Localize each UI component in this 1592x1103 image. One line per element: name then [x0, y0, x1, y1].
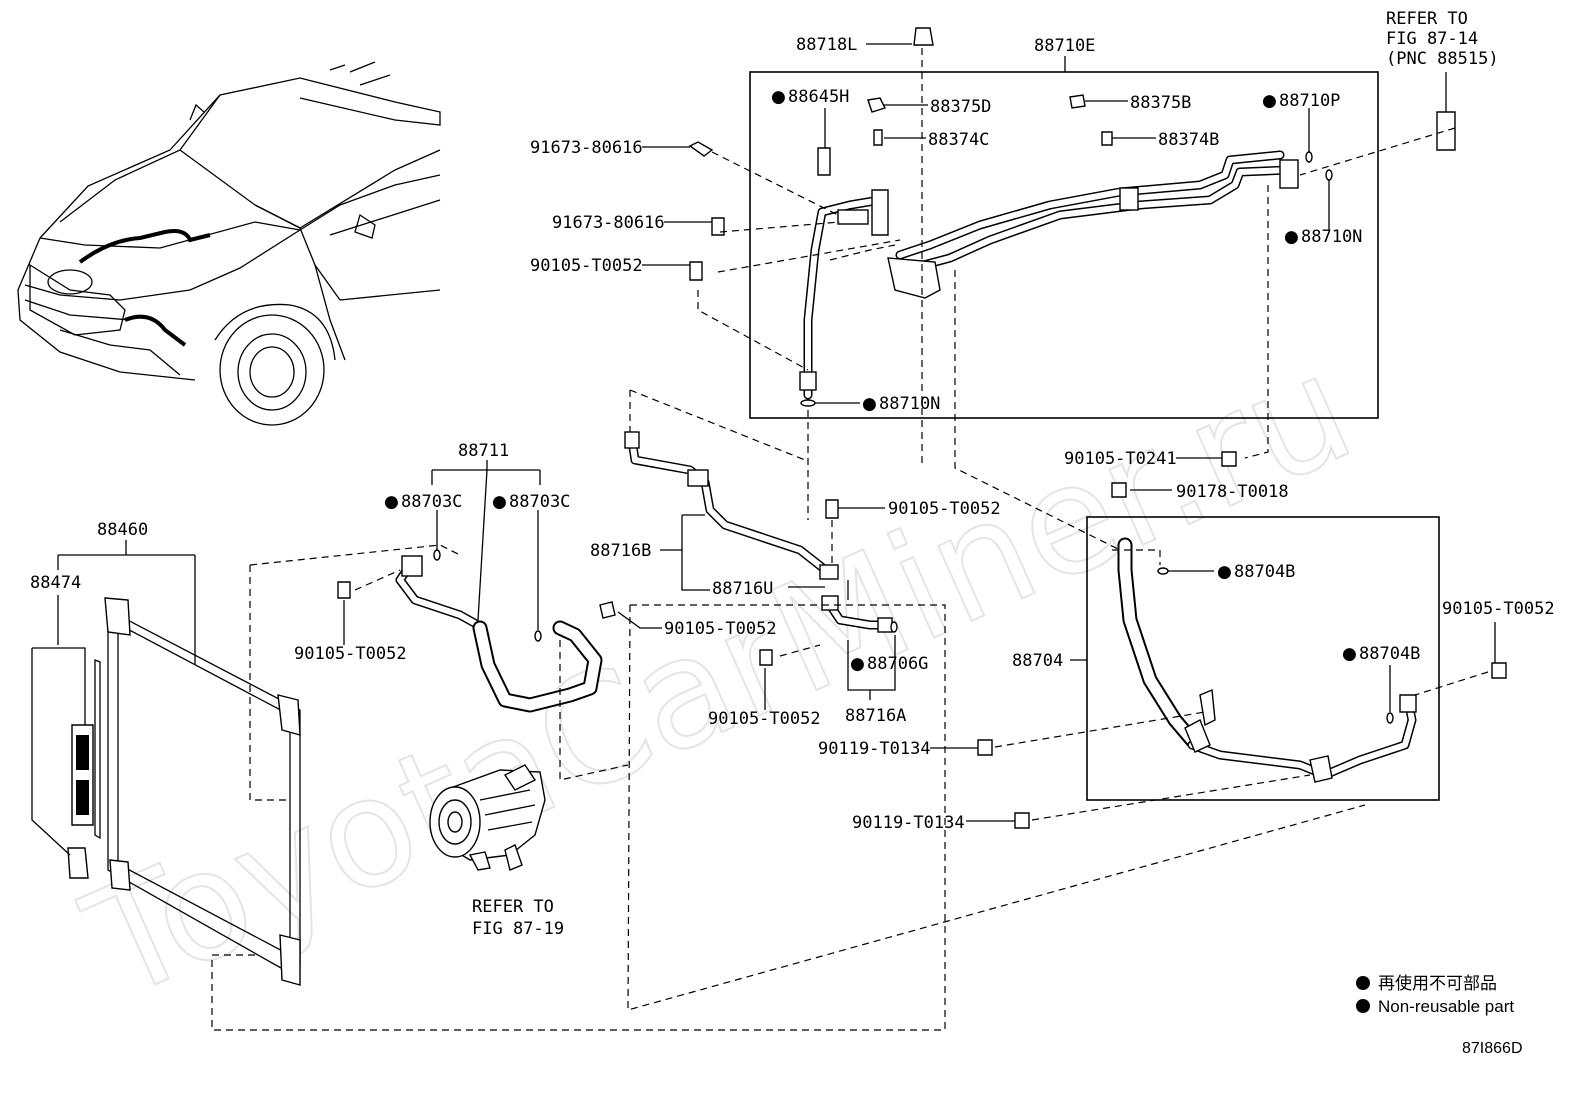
valve-core-88374B: [1101, 131, 1113, 146]
clamp-88718L: [913, 27, 934, 46]
label-90105-T0052-left: 90105-T0052: [294, 644, 407, 664]
bolt-90105-T0052-top: [689, 261, 703, 281]
discharge-hose-88711: [395, 549, 616, 713]
nut-90178-T0018: [1111, 482, 1127, 498]
label-88704: 88704: [1012, 651, 1063, 671]
diagram-code: 87I866D: [1462, 1040, 1523, 1057]
discharge-pipe-88710E: [799, 150, 1299, 400]
svg-text:●: ●: [862, 394, 877, 414]
suction-hose-88704: [1117, 537, 1417, 783]
label-88645H: 88645H: [788, 87, 849, 107]
bolt-90105-T0052-mid: [825, 499, 839, 519]
refer-top-line3: (PNC 88515): [1386, 49, 1499, 69]
label-88374B: 88374B: [1158, 130, 1219, 150]
label-91673-80616-b: 91673-80616: [552, 213, 665, 233]
o-ring-88710N-bottom: [800, 399, 816, 407]
label-88718L: 88718L: [796, 35, 857, 55]
svg-text:●: ●: [850, 654, 865, 674]
bolt-90119-T0134-b: [1014, 812, 1030, 829]
label-88375D: 88375D: [930, 97, 991, 117]
label-88710N-right: 88710N: [1301, 227, 1362, 247]
label-90105-T0052-low: 90105-T0052: [708, 709, 821, 729]
label-90178-T0018: 90178-T0018: [1176, 482, 1289, 502]
svg-text:●: ●: [1342, 644, 1357, 664]
cap-88375B: [1069, 94, 1086, 109]
svg-text:●: ●: [1284, 227, 1299, 247]
bullet-icon: [1356, 976, 1370, 990]
label-90105-T0052-comp: 90105-T0052: [664, 619, 777, 639]
o-ring-88710P: [1305, 151, 1313, 163]
label-88716U: 88716U: [712, 579, 773, 599]
legend-row-jp: 再使用不可部品: [1356, 972, 1514, 995]
condenser-88460: [94, 597, 301, 986]
label-88374C: 88374C: [928, 130, 989, 150]
label-88704B-b: 88704B: [1359, 644, 1420, 664]
bolt-90105-T0052-low: [759, 649, 773, 666]
assembly-box-88704: [1086, 516, 1440, 801]
ac-compressor: [429, 764, 546, 871]
cap-88375D: [867, 97, 886, 113]
label-90105-T0052-right: 90105-T0052: [1442, 599, 1555, 619]
label-90105-T0052-top: 90105-T0052: [530, 256, 643, 276]
legend-text-en: Non-reusable part: [1378, 997, 1515, 1016]
assembly-box-88710E: [749, 71, 1379, 419]
label-90119-T0134-b: 90119-T0134: [852, 813, 965, 833]
legend-row-en: Non-reusable part: [1356, 995, 1514, 1018]
svg-text:●: ●: [1262, 91, 1277, 111]
o-ring-88710N-top: [1325, 169, 1333, 181]
label-88710E: 88710E: [1034, 36, 1095, 56]
label-88716A: 88716A: [845, 706, 906, 726]
label-88460: 88460: [97, 520, 148, 540]
watermark: ToyotaCarMiner.ru: [63, 321, 1376, 1033]
svg-text:●: ●: [771, 87, 786, 107]
legend-text-jp: 再使用不可部品: [1378, 974, 1497, 993]
label-88706G: 88706G: [867, 654, 928, 674]
bullet-icon: [1356, 999, 1370, 1013]
liquid-pipe-88716B: [624, 431, 839, 580]
refer-compressor-line2: FIG 87-19: [472, 919, 564, 939]
bolt-90105-T0052-left: [337, 581, 351, 599]
label-88710N-bottom: 88710N: [879, 394, 940, 414]
bolt-90119-T0134-a: [977, 739, 993, 756]
receiver-88474: [67, 724, 94, 879]
label-88711: 88711: [458, 441, 509, 461]
label-88703C-a: 88703C: [401, 492, 462, 512]
bolt-91673-80616-a: [688, 141, 714, 157]
label-90105-T0052-mid: 90105-T0052: [888, 499, 1001, 519]
label-88716B: 88716B: [590, 541, 651, 561]
bolt-91673-80616-b: [711, 217, 725, 236]
bolt-90105-T0241: [1221, 451, 1237, 467]
svg-text:●: ●: [384, 492, 399, 512]
connector-88515: [1436, 111, 1456, 151]
svg-text:●: ●: [492, 492, 507, 512]
label-88375B: 88375B: [1130, 93, 1191, 113]
label-88474: 88474: [30, 573, 81, 593]
label-91673-80616-a: 91673-80616: [530, 138, 643, 158]
pressure-switch-88645H: [817, 147, 831, 176]
vehicle-illustration: [17, 61, 441, 426]
legend: 再使用不可部品 Non-reusable part: [1356, 972, 1514, 1018]
label-90119-T0134-a: 90119-T0134: [818, 739, 931, 759]
label-90105-T0241: 90105-T0241: [1064, 449, 1177, 469]
label-88704B-a: 88704B: [1234, 562, 1295, 582]
valve-core-88374C: [873, 129, 883, 146]
bolt-90105-T0052-right: [1491, 662, 1507, 679]
label-88703C-b: 88703C: [509, 492, 570, 512]
refer-top-line1: REFER TO: [1386, 9, 1468, 29]
label-88710P: 88710P: [1279, 91, 1340, 111]
refer-top-line2: FIG 87-14: [1386, 29, 1478, 49]
liquid-pipe-88716A: [821, 595, 898, 633]
svg-text:●: ●: [1217, 562, 1232, 582]
refer-compressor-line1: REFER TO: [472, 897, 554, 917]
